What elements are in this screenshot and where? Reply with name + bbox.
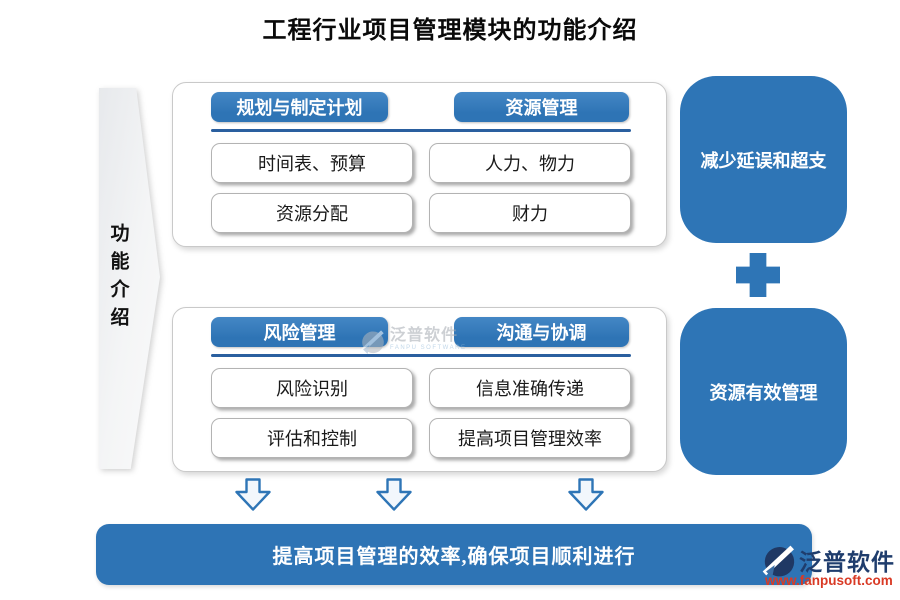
header-underline	[211, 354, 631, 357]
item-accurate-info: 信息准确传递	[429, 368, 631, 408]
side-banner-shape: 功能介绍	[99, 88, 160, 469]
item-schedule-budget: 时间表、预算	[211, 143, 413, 183]
item-evaluation-control: 评估和控制	[211, 418, 413, 458]
item-manpower-material: 人力、物力	[429, 143, 631, 183]
function-group-planning: 规划与制定计划 资源管理 时间表、预算 人力、物力 资源分配 财力	[172, 82, 667, 247]
brand-name: 泛普软件	[799, 550, 895, 575]
outcome-effective-resources: 资源有效管理	[680, 308, 847, 475]
group-header-risk-mgmt: 风险管理	[211, 317, 388, 347]
outcome-reduce-delays: 减少延误和超支	[680, 76, 847, 243]
down-arrow-icon	[568, 478, 604, 511]
function-group-risk: 风险管理 沟通与协调 风险识别 信息准确传递 评估和控制 提高项目管理效率	[172, 307, 667, 472]
page-title: 工程行业项目管理模块的功能介绍	[262, 18, 638, 44]
brand-url: www.fanpusoft.com	[765, 573, 893, 588]
header-underline	[211, 129, 631, 132]
plus-icon	[736, 253, 780, 297]
group-header-resource-mgmt: 资源管理	[454, 92, 629, 122]
down-arrow-icon	[376, 478, 412, 511]
item-finance: 财力	[429, 193, 631, 233]
item-risk-identification: 风险识别	[211, 368, 413, 408]
brand-logo: 泛普软件 www.fanpusoft.com	[762, 540, 900, 596]
group-header-planning: 规划与制定计划	[211, 92, 388, 122]
group-header-communication: 沟通与协调	[454, 317, 629, 347]
side-banner: 功能介绍	[99, 88, 160, 469]
down-arrow-icon	[235, 478, 271, 511]
conclusion-banner: 提高项目管理的效率,确保项目顺利进行	[96, 524, 812, 585]
item-improve-efficiency: 提高项目管理效率	[429, 418, 631, 458]
item-resource-allocation: 资源分配	[211, 193, 413, 233]
side-banner-label: 功能介绍	[107, 222, 129, 335]
brand-logo-icon	[762, 545, 795, 578]
